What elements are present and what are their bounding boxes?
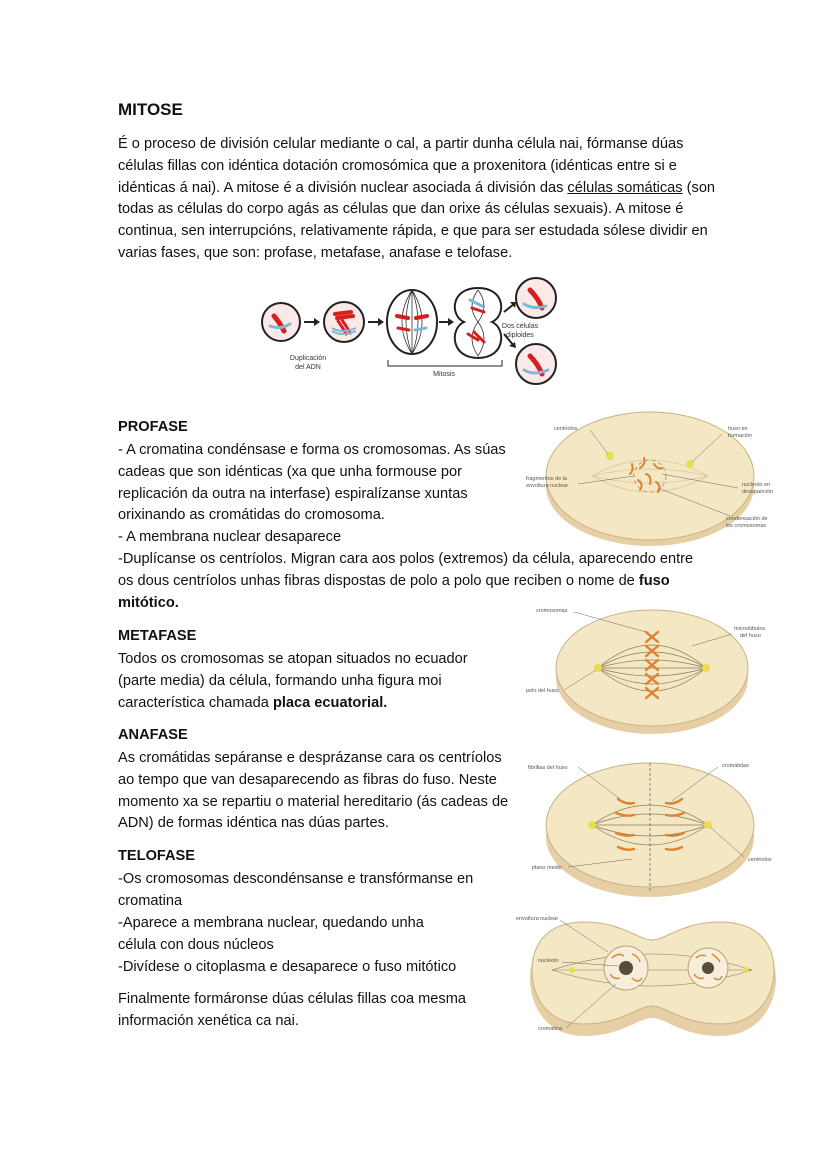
label-centriolos: centriolos	[554, 426, 578, 432]
label-daughters-2: diploides	[506, 332, 534, 339]
heading-metafase: METAFASE	[118, 628, 197, 644]
label-condensacion-1: condensación de	[726, 516, 768, 522]
profase-text-1: - A cromatina condénsase e forma os crom…	[118, 442, 506, 524]
anafase-figure: fibrillas del huso cromátidas plano medi…	[528, 762, 772, 897]
label-envoltura: envoltura nuclear	[516, 916, 558, 922]
heading-profase: PROFASE	[118, 419, 188, 435]
heading-anafase: ANAFASE	[118, 727, 188, 743]
label-nucleolo-1: nucleolo en	[742, 482, 770, 488]
label-polo: polo del huso	[526, 688, 559, 694]
metafase-text-a: Todos os cromosomas se atopan situados n…	[118, 651, 468, 711]
label-microtubulos-1: microtúbulos	[734, 626, 765, 632]
label-microtubulos-2: del huso	[740, 633, 761, 639]
profase-text-2: - A membrana nuclear desaparece	[118, 529, 342, 545]
anafase-text: As cromátidas sepáranse e desprázanse ca…	[118, 750, 509, 832]
label-huso-2: formación	[728, 433, 752, 439]
telofase-text-1: -Os cromosomas descondénsanse e transfór…	[118, 871, 474, 909]
profase-figure: centriolos huso en formación fragmentos …	[526, 411, 773, 546]
label-nucleolo: nucleolo	[538, 958, 559, 964]
telofase-text-2: -Aparece a membrana nuclear, quedando un…	[118, 915, 424, 953]
intro-text: É o proceso de división celular mediante…	[118, 136, 684, 196]
label-nucleolo-2: desaparición	[742, 489, 773, 495]
page-title: MITOSE	[118, 100, 183, 119]
label-fibrillas: fibrillas del huso	[528, 765, 567, 771]
telofase-figure: envoltura nuclear nucleolo cromatina	[516, 916, 776, 1036]
label-dna-1: Duplicación	[290, 355, 326, 362]
label-dna-2: del ADN	[295, 364, 321, 371]
heading-telofase: TELOFASE	[118, 848, 196, 864]
label-cromatina: cromatina	[538, 1026, 563, 1032]
label-cromosomas: cromosomas	[536, 608, 568, 614]
mitosis-overview-figure: Duplicación del ADN Mitosis Dos células …	[261, 277, 557, 385]
metafase-figure: cromosomas microtúbulos del huso polo de…	[526, 608, 765, 734]
intro-underlined: células somáticas	[567, 179, 683, 196]
label-mitosis: Mitosis	[433, 371, 455, 378]
intro-paragraph: É o proceso de división celular mediante…	[118, 134, 718, 265]
label-plano: plano medio	[532, 865, 562, 871]
final-paragraph: Finalmente formáronse dúas células filla…	[118, 991, 466, 1029]
metafase-text: Todos os cromosomas se atopan situados n…	[118, 649, 500, 714]
label-cromatidas: cromátidas	[722, 763, 749, 769]
label-condensacion-2: los cromosomas	[726, 523, 766, 529]
profase-text-3: -Duplícanse os centríolos. Migran cara a…	[118, 549, 703, 614]
metafase-bold: placa ecuatorial.	[272, 694, 388, 711]
telofase-text-3: -Divídese o citoplasma e desaparece o fu…	[118, 959, 457, 975]
label-fragmentos-1: fragmentos de la	[526, 476, 568, 482]
label-daughters-1: Dos células	[502, 323, 539, 330]
intro-text-end: (son todas as células do corpo agás as c…	[118, 179, 716, 261]
label-huso-1: huso en	[728, 426, 748, 432]
label-anafase-centriolos: centriolos	[748, 857, 772, 863]
profase-text-3a: -Duplícanse os centríolos. Migran cara a…	[118, 551, 694, 589]
label-fragmentos-2: envoltura nuclear	[526, 483, 568, 489]
profase-bold: fuso mitótico.	[118, 572, 670, 611]
